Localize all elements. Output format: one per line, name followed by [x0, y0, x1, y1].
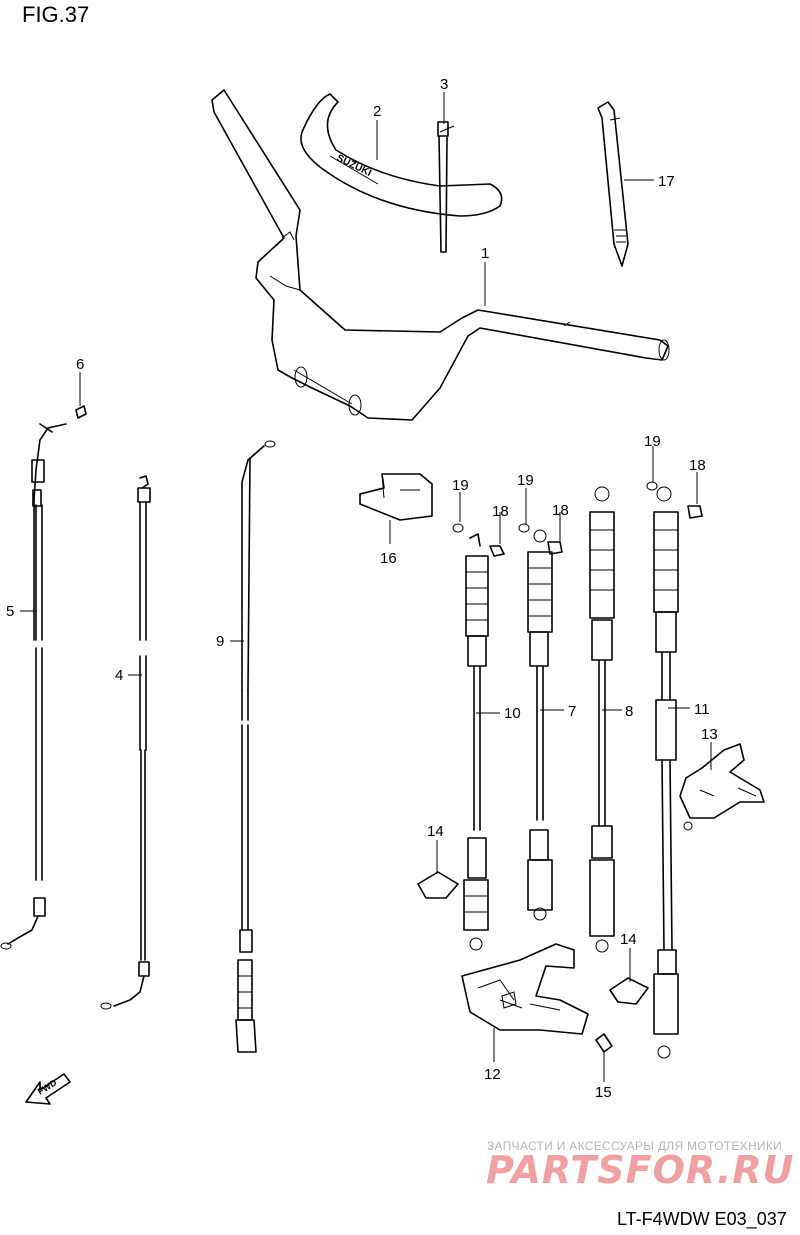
- callout-5: 5: [6, 603, 14, 620]
- handlebar-pad: SUZUKI: [300, 93, 503, 217]
- cable-tie-right: [597, 101, 629, 267]
- shift-cable-11: [653, 486, 679, 1059]
- callout-14-a: 14: [427, 823, 444, 840]
- cable-bracket-13: [679, 743, 765, 831]
- cable-clip-left: [417, 871, 459, 899]
- cable-bracket-12: [461, 943, 589, 1035]
- callout-17: 17: [658, 173, 675, 190]
- fasteners-upper: [452, 481, 703, 557]
- watermark-tagline: ЗАПЧАСТИ И АКСЕССУАРЫ ДЛЯ МОТОТЕХНИКИ: [487, 1139, 783, 1153]
- pad-emblem-text: SUZUKI: [335, 153, 373, 179]
- figure-code: LT-F4WDW E03_037: [617, 1209, 787, 1229]
- callout-18-b: 18: [552, 502, 569, 519]
- callout-8: 8: [625, 703, 633, 720]
- callout-13: 13: [701, 726, 718, 743]
- cable-clip-right: [609, 977, 649, 1005]
- callout-10: 10: [504, 705, 521, 722]
- callout-15: 15: [595, 1084, 612, 1101]
- handlebar: [211, 89, 670, 421]
- callout-7: 7: [568, 703, 576, 720]
- callout-3: 3: [440, 76, 448, 93]
- callout-11: 11: [694, 701, 710, 718]
- throttle-cable: [0, 423, 67, 950]
- callout-18-c: 18: [689, 457, 706, 474]
- shift-cable-7: [527, 529, 553, 921]
- figure-title: FIG.37: [22, 2, 90, 27]
- callout-16: 16: [380, 550, 397, 567]
- callout-18-a: 18: [492, 503, 509, 520]
- shift-cable-10: [463, 533, 489, 951]
- callout-1: 1: [481, 245, 489, 262]
- choke-cable: [235, 440, 276, 1053]
- leader-lines: [20, 92, 712, 1082]
- cable-bracket-upper: [359, 473, 433, 521]
- callout-9: 9: [216, 633, 224, 650]
- callout-12: 12: [484, 1066, 501, 1083]
- callout-19-b: 19: [517, 472, 534, 489]
- brake-cable: [100, 475, 151, 1010]
- callout-2: 2: [373, 103, 381, 120]
- forward-arrow-icon: FWD: [25, 1073, 71, 1105]
- bolt-15: [595, 1033, 613, 1053]
- callout-19-a: 19: [452, 477, 469, 494]
- callout-6: 6: [76, 356, 84, 373]
- callout-4: 4: [115, 667, 123, 684]
- callout-14-b: 14: [620, 931, 637, 948]
- watermark-logo: PARTSFOR.RU: [486, 1148, 795, 1192]
- cable-end-cap: [75, 405, 87, 419]
- cable-tie-upper: [437, 121, 455, 253]
- shift-cable-8: [589, 486, 615, 953]
- callout-labels: 1 2 3 17 6 5 4 9 16 19 18 19 18 19 18 10…: [6, 76, 718, 1101]
- callout-19-c: 19: [644, 433, 661, 450]
